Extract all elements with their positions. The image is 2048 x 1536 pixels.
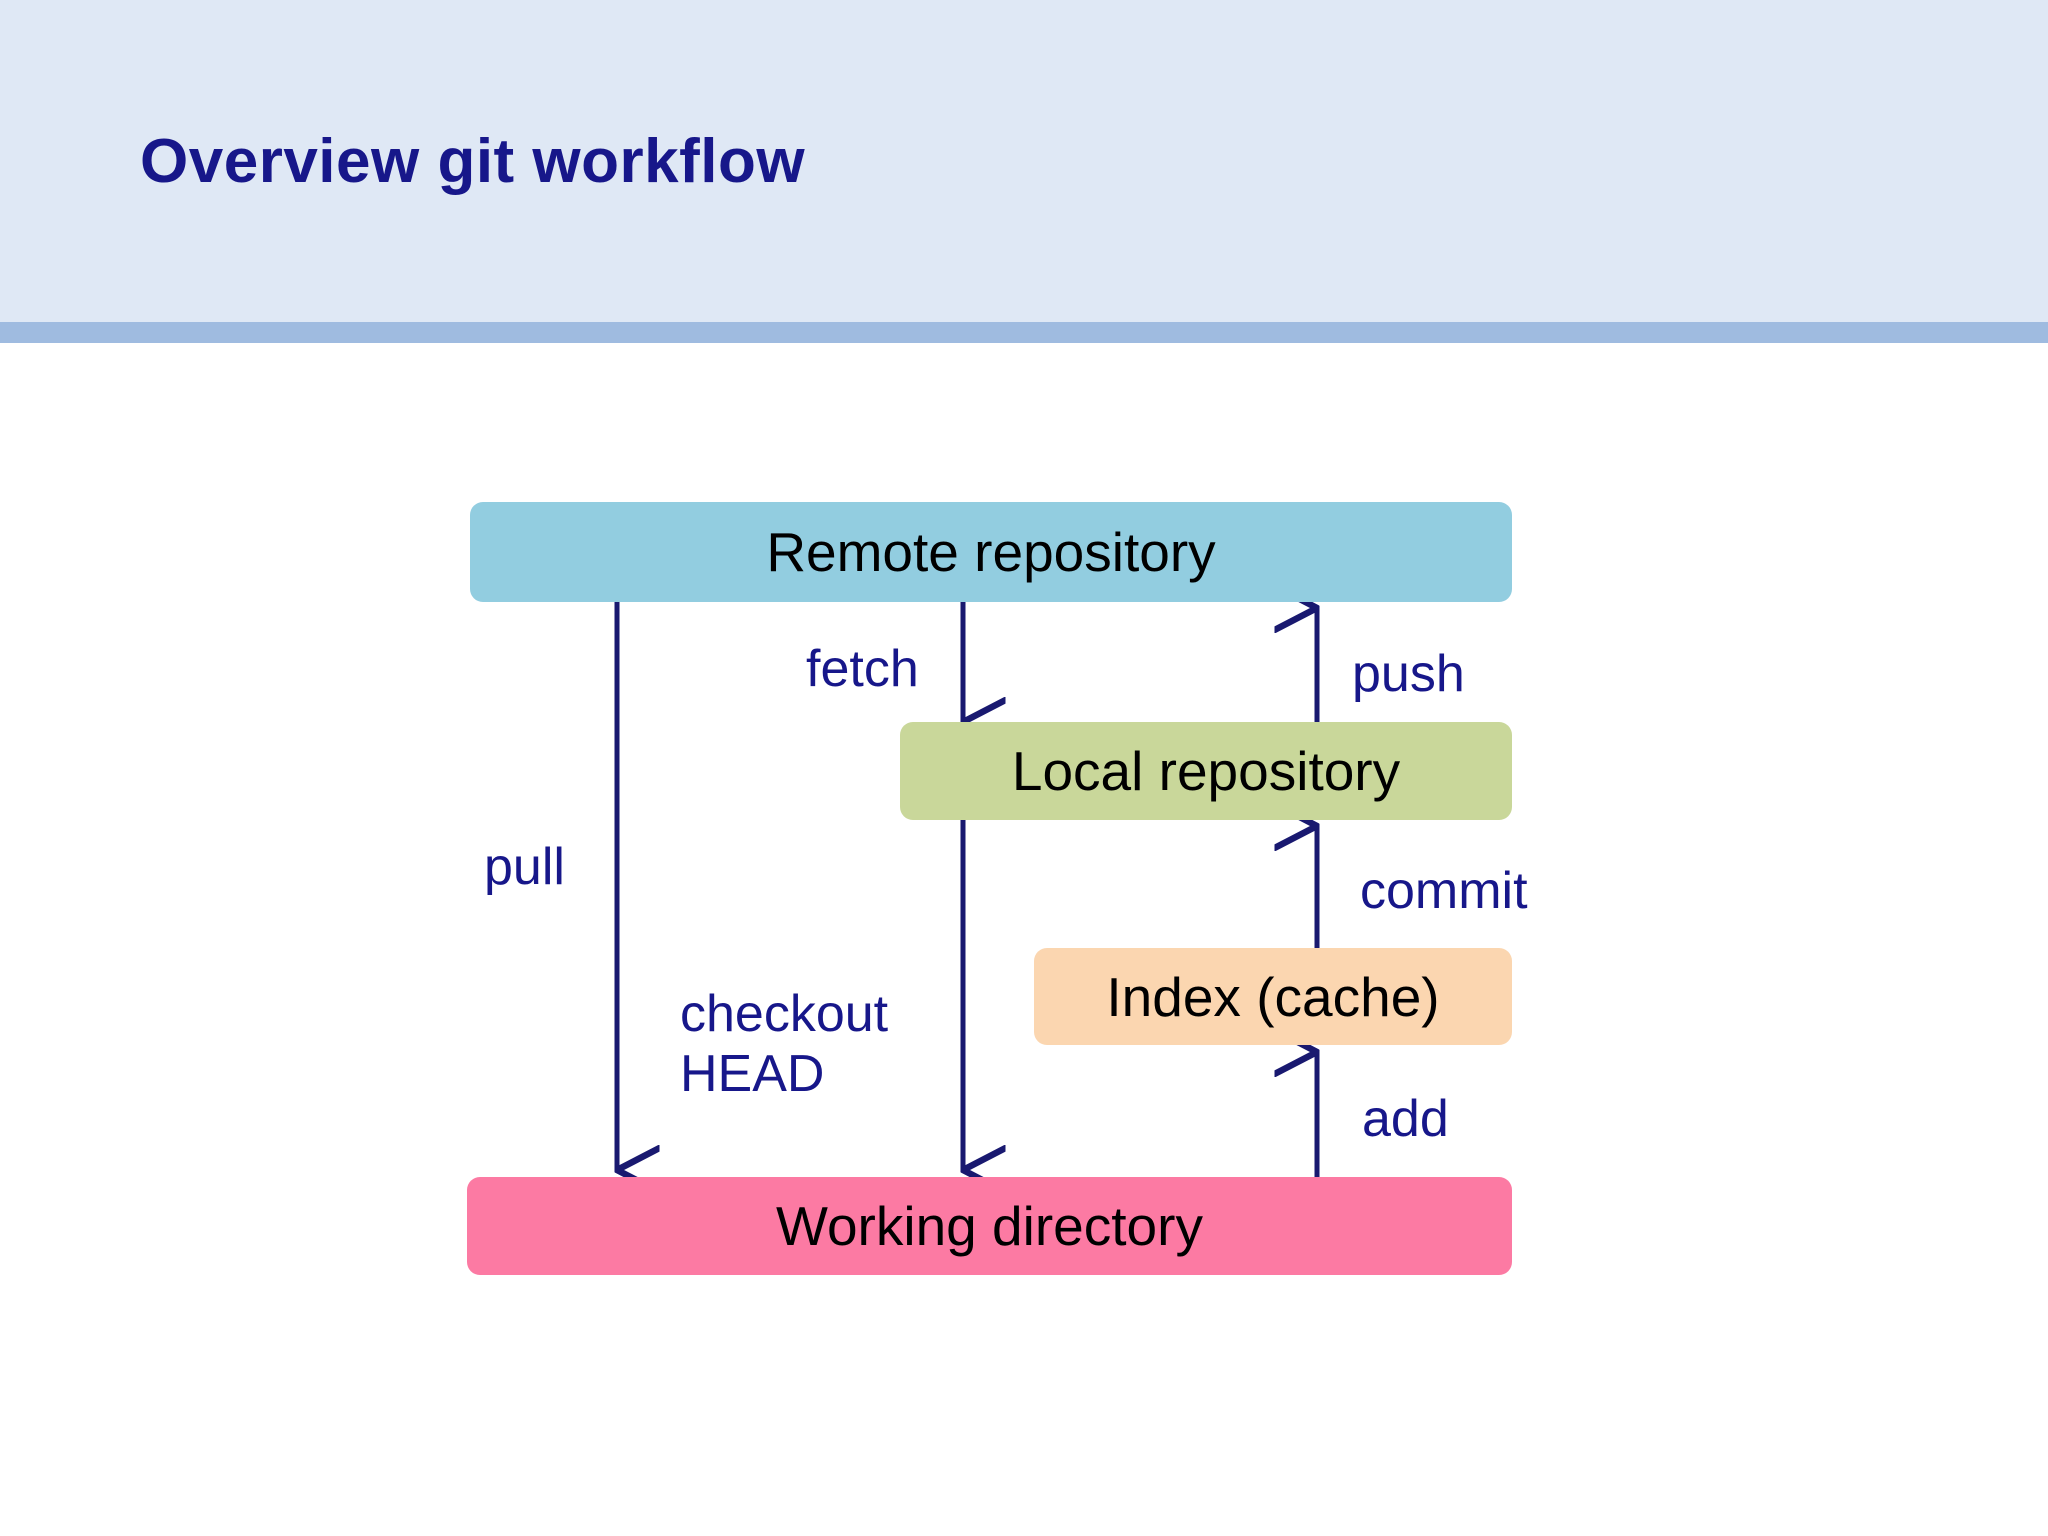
edge-label-commit: commit: [1360, 862, 1528, 920]
edge-label-checkout-line1: checkout: [680, 985, 889, 1043]
edge-label-push: push: [1352, 645, 1465, 703]
page-title: Overview git workflow: [140, 127, 806, 196]
node-remote-repository: Remote repository: [470, 502, 1512, 602]
edge-label-checkout-head: checkout HEAD: [680, 985, 888, 1105]
header-divider-rule: [0, 322, 2048, 343]
header-band: [0, 0, 2048, 322]
edge-label-pull: pull: [484, 838, 565, 896]
edge-label-add: add: [1362, 1090, 1449, 1148]
node-local-repository: Local repository: [900, 722, 1512, 820]
node-remote-repository-label: Remote repository: [766, 521, 1216, 583]
node-local-repository-label: Local repository: [1011, 740, 1401, 802]
node-working-directory: Working directory: [467, 1177, 1512, 1275]
node-index-cache-label: Index (cache): [1106, 965, 1440, 1028]
edge-label-fetch: fetch: [806, 640, 919, 698]
node-working-directory-label: Working directory: [776, 1195, 1203, 1257]
edge-label-checkout-line2: HEAD: [680, 1044, 825, 1103]
node-index-cache: Index (cache): [1034, 948, 1512, 1045]
